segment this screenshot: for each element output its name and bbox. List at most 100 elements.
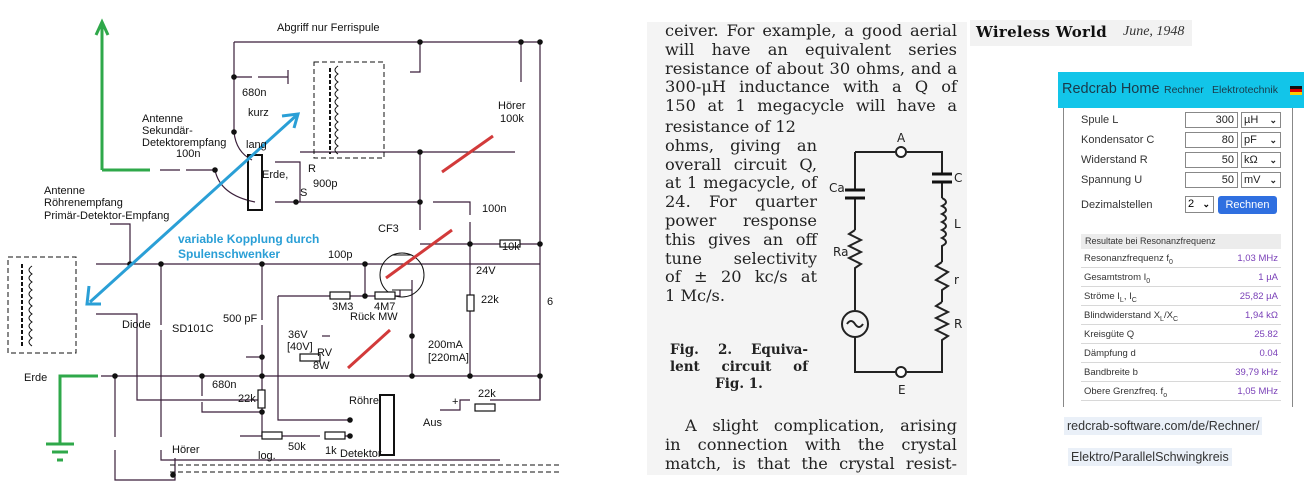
- result-value: 1 µA: [1258, 272, 1278, 283]
- result-label: Blindwiderstand XL/XC: [1084, 310, 1178, 323]
- field-label-kondensator: Kondensator C: [1081, 134, 1155, 146]
- radio-schematic: Abgriff nur Ferrispule 680n kurz lang An…: [7, 18, 560, 481]
- result-label-text: Ströme I: [1084, 291, 1120, 302]
- caption-line: lent circuit of: [670, 359, 808, 375]
- spannung-input[interactable]: 50: [1185, 172, 1238, 188]
- label-6: 6: [547, 296, 553, 308]
- label-900p: 900p: [313, 178, 337, 190]
- text-line: A slight complication, arising: [685, 416, 957, 435]
- result-label-text: /X: [1163, 310, 1173, 321]
- label-220ma: [220mA]: [428, 352, 469, 364]
- unit-value: mV: [1244, 174, 1261, 186]
- decimals-value: 2: [1188, 198, 1195, 210]
- result-value: 25.82: [1254, 329, 1278, 340]
- text-line: 24. For quarter: [665, 192, 817, 212]
- label-erde-switch: Erde,: [262, 169, 288, 181]
- label-4m7: 4M7: [374, 301, 395, 313]
- label-22k-right: 22k: [481, 294, 499, 306]
- result-row: Kreisgüte Q 25.82: [1081, 325, 1281, 344]
- coupling-arrow: [85, 112, 301, 306]
- text-line: ceiver. For example, a good aerial: [665, 21, 957, 40]
- result-label-sub: 0: [1169, 258, 1173, 266]
- result-label: Gesamtstrom I0: [1084, 272, 1150, 285]
- figure-caption: Fig. 2. Equiva- lent circuit of Fig. 1.: [670, 342, 808, 393]
- unit-value: µH: [1244, 114, 1259, 126]
- label-abgriff: Abgriff nur Ferrispule: [277, 22, 380, 34]
- spannung-unit-select[interactable]: mV⌄: [1241, 172, 1281, 188]
- kondensator-unit-select[interactable]: pF⌄: [1241, 132, 1281, 148]
- text-line: of ± 20 kc/s at: [665, 267, 817, 287]
- field-label-spannung: Spannung U: [1081, 174, 1143, 186]
- label-10k: 10k: [502, 241, 520, 253]
- caption-line: Fig. 2. Equiva-: [670, 342, 808, 358]
- results-header: Resultate bei Resonanzfrequenz: [1081, 234, 1281, 249]
- label-40v: [40V]: [287, 341, 313, 353]
- result-row: Gesamtstrom I0 1 µA: [1081, 268, 1281, 287]
- label-aus: Aus: [423, 417, 442, 429]
- label-kurz: kurz: [248, 107, 269, 119]
- spule-input[interactable]: 300: [1185, 112, 1238, 128]
- label-roehre: Röhre: [349, 395, 379, 407]
- label-1k: 1k: [325, 445, 337, 457]
- fig-label-a: A: [897, 132, 906, 145]
- calculator-navbar: Redcrab Home Rechner Elektrotechnik: [1058, 72, 1304, 108]
- kondensator-input[interactable]: 80: [1185, 132, 1238, 148]
- field-label-widerstand: Widerstand R: [1081, 154, 1148, 166]
- text-line: match, is that the crystal resist-: [665, 453, 957, 473]
- calculator-form: Spule L 300 µH⌄ Kondensator C 80 pF⌄ Wid…: [1063, 108, 1293, 407]
- components: [257, 239, 521, 440]
- spule-unit-select[interactable]: µH⌄: [1241, 112, 1281, 128]
- label-detektor: Detektor: [340, 448, 382, 460]
- wireless-world-header: Wireless World June, 1948: [970, 20, 1192, 46]
- label-rv: RV: [317, 347, 333, 359]
- result-value: 1,94 kΩ: [1245, 310, 1278, 321]
- scanned-article: ceiver. For example, a good aerial will …: [647, 21, 967, 475]
- nav-rechner-link[interactable]: Rechner: [1164, 84, 1204, 96]
- label-antenne-sek-1: Antenne: [142, 113, 183, 125]
- switch-blocks: [247, 154, 395, 456]
- text-line: 1 Mc/s.: [665, 286, 725, 306]
- widerstand-unit-select[interactable]: kΩ⌄: [1241, 152, 1281, 168]
- result-label: Bandbreite b: [1084, 367, 1138, 378]
- fig-label-r-small: r: [954, 273, 959, 287]
- text-line: will have an equivalent series: [665, 39, 957, 59]
- text-line: tune selectivity: [665, 248, 817, 268]
- widerstand-input[interactable]: 50: [1185, 152, 1238, 168]
- result-label-sub: C: [1131, 296, 1137, 304]
- result-label-text: Obere Grenzfreq. f: [1084, 386, 1164, 397]
- result-value: 1,05 MHz: [1237, 386, 1278, 397]
- text-line: power response: [665, 210, 817, 230]
- result-label: Ströme IL, IC: [1084, 291, 1137, 304]
- label-lang: lang: [246, 139, 267, 151]
- result-label-sub: 0: [1146, 277, 1151, 285]
- compute-button[interactable]: Rechnen: [1218, 196, 1277, 214]
- paragraph-1-narrow: resistance of 12 ohms, giving an overall…: [665, 117, 817, 306]
- fig-label-ra: Ra: [833, 245, 848, 259]
- text-line: 300-μH inductance with a Q of: [665, 77, 957, 97]
- label-680n-low: 680n: [212, 379, 236, 391]
- label-plus: +: [452, 396, 458, 408]
- url-line-2: Elektro/ParallelSchwingkreis: [1068, 448, 1232, 466]
- nav-elektrotechnik-link[interactable]: Elektrotechnik: [1212, 84, 1278, 96]
- label-log: log.: [258, 450, 276, 462]
- result-row: Blindwiderstand XL/XC 1,94 kΩ: [1081, 306, 1281, 325]
- field-label-spule: Spule L: [1081, 114, 1119, 126]
- fig-label-r-big: R: [954, 317, 962, 331]
- result-label-sub: L: [1160, 315, 1164, 323]
- label-cf3: CF3: [378, 223, 399, 235]
- equivalent-circuit-figure: A E Ca Ra C L r R: [829, 132, 962, 397]
- text-line: overall circuit Q,: [665, 154, 817, 174]
- nav-home-link[interactable]: Redcrab Home: [1062, 81, 1160, 97]
- result-label-sub: C: [1172, 315, 1178, 323]
- label-100k: 100k: [500, 113, 524, 125]
- result-label: Kreisgüte Q: [1084, 329, 1135, 340]
- decimals-select[interactable]: 2⌄: [1185, 196, 1214, 213]
- label-primaer: Primär-Detektor-Empfang: [44, 210, 169, 222]
- german-flag-icon[interactable]: [1290, 86, 1302, 95]
- fig-label-l: L: [954, 217, 961, 231]
- text-line: 150 at 1 megacycle will have a: [665, 96, 957, 116]
